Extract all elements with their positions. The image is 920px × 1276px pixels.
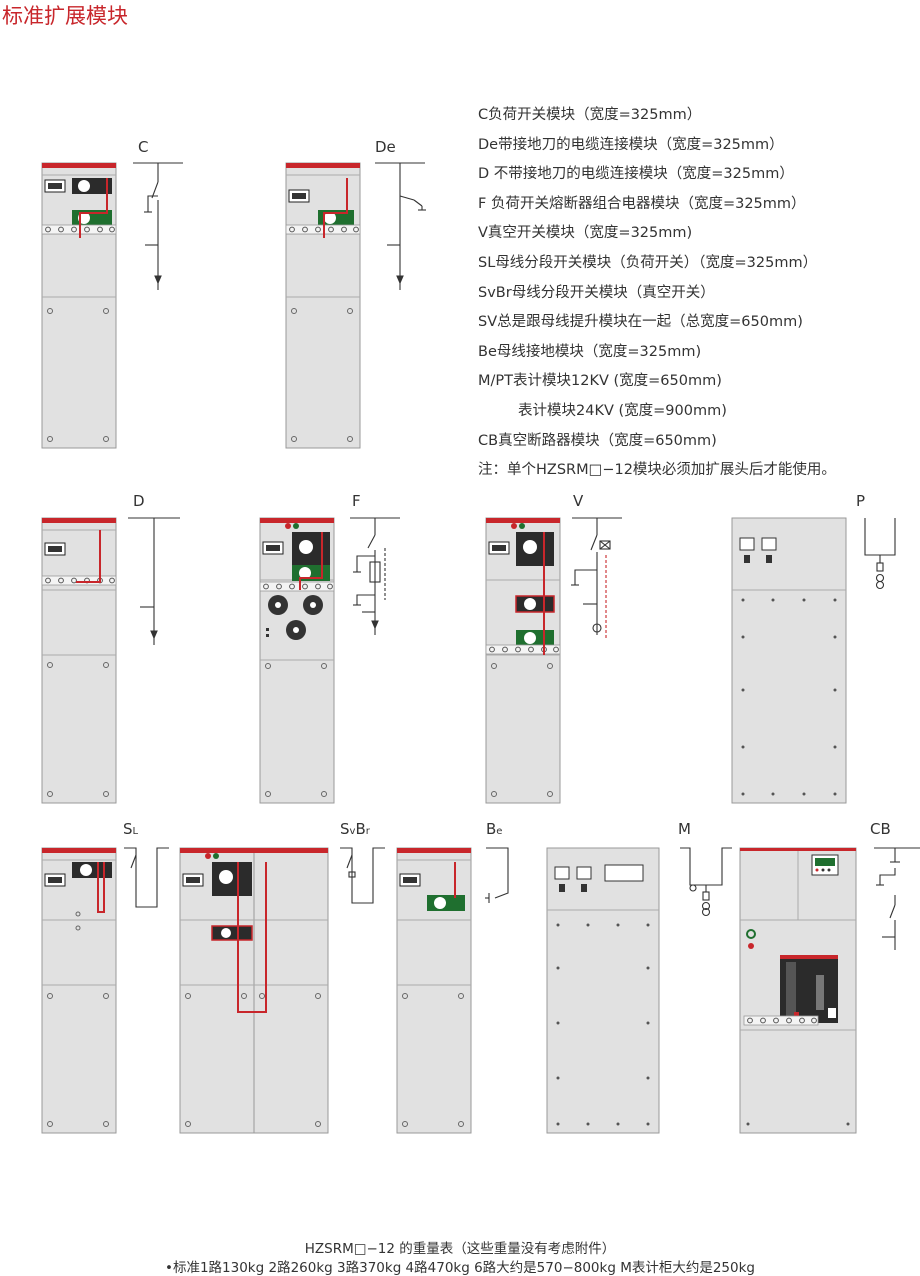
cabinet-be xyxy=(396,847,472,1134)
schematic-m xyxy=(680,847,732,917)
cabinet-de xyxy=(285,162,361,449)
cabinet-c xyxy=(41,162,117,449)
legend-item: C负荷开关模块（宽度=325mm） xyxy=(478,107,702,123)
schematic-svbr xyxy=(340,847,385,904)
page-title: 标准扩展模块 xyxy=(2,4,128,28)
legend-item: 表计模块24KV (宽度=900mm) xyxy=(518,402,727,419)
legend-item: V真空开关模块（宽度=325mm) xyxy=(478,225,693,242)
schematic-v xyxy=(571,517,622,638)
legend-note: 注：单个HZSRM□−12模块必须加扩展头后才能使用。 xyxy=(478,462,836,479)
cabinet-cb xyxy=(739,847,857,1134)
schematic-f xyxy=(350,517,400,635)
module-legend: C负荷开关模块（宽度=325mm） De带接地刀的电缆连接模块（宽度=325mm… xyxy=(478,101,836,486)
schematic-d xyxy=(128,517,180,645)
cabinet-d xyxy=(41,517,117,804)
cabinet-f xyxy=(259,517,335,804)
schematic-be xyxy=(485,847,509,903)
cabinet-m xyxy=(546,847,660,1134)
label-p: P xyxy=(856,492,866,510)
schematic-p xyxy=(864,518,896,590)
cabinet-sl xyxy=(41,847,117,1134)
label-de: De xyxy=(375,138,396,156)
weight-table-values: •标准1路130kg 2路260kg 3路370kg 4路470kg 6路大约是… xyxy=(164,1260,756,1276)
label-cb: CB xyxy=(870,820,891,838)
legend-item: D 不带接地刀的电缆连接模块（宽度=325mm） xyxy=(478,166,794,183)
legend-item: SL母线分段开关模块（负荷开关）（宽度=325mm） xyxy=(478,254,818,271)
legend-item: F 负荷开关熔断器组合电器模块（宽度=325mm） xyxy=(478,195,806,212)
label-v: V xyxy=(573,492,584,510)
cabinet-v xyxy=(485,517,561,804)
cabinet-svbr xyxy=(179,847,329,1134)
schematic-sl xyxy=(124,847,169,908)
legend-item: SV总是跟母线提升模块在一起（总宽度=650mm) xyxy=(478,314,803,331)
cabinet-p xyxy=(731,517,847,804)
label-m: M xyxy=(678,820,691,838)
schematic-cb xyxy=(874,847,920,950)
label-be: Be xyxy=(486,820,503,838)
legend-item: SvBr母线分段开关模块（真空开关） xyxy=(478,284,715,301)
legend-item: Be母线接地模块（宽度=325mm) xyxy=(478,343,702,360)
schematic-de xyxy=(375,162,426,290)
legend-item: De带接地刀的电缆连接模块（宽度=325mm） xyxy=(478,136,784,153)
weight-table-title: HZSRM□−12 的重量表（这些重量没有考虑附件） xyxy=(304,1241,616,1257)
label-svbr: SvBr xyxy=(340,820,370,838)
label-f: F xyxy=(352,492,361,510)
schematic-c xyxy=(133,162,183,290)
label-c: C xyxy=(138,138,149,156)
legend-item: CB真空断路器模块（宽度=650mm) xyxy=(478,432,717,449)
label-d: D xyxy=(133,492,145,510)
label-sl: SL xyxy=(123,820,139,838)
legend-item: M/PT表计模块12KV (宽度=650mm) xyxy=(478,373,722,390)
